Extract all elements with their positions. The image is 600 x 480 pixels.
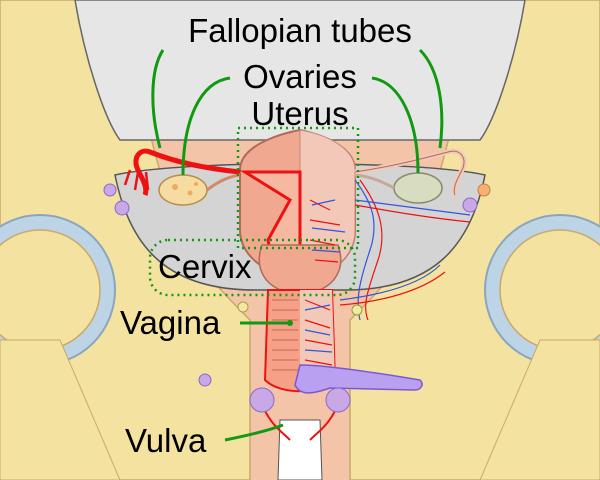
vulva-opening <box>277 419 323 480</box>
gland-dot-mid-left <box>237 301 249 313</box>
fallopian-tubes-label: Fallopian tubes <box>188 12 412 49</box>
leader-lines <box>151 48 444 442</box>
fallopian-leader-right <box>418 48 444 149</box>
right-fallopian-tube-outline <box>354 150 465 196</box>
gland-dot-right-a <box>477 183 491 197</box>
vulva-leader <box>224 423 284 442</box>
gland-dot-left-a <box>103 183 117 197</box>
vagina-leader-dot <box>287 320 293 326</box>
uterus-label: Uterus <box>251 95 348 132</box>
right-ovary <box>393 172 443 204</box>
left-fimbriae <box>123 169 150 191</box>
ovaries-leader-left <box>181 76 231 176</box>
fallopian-leader-left <box>151 49 165 149</box>
right-ovarian-ligament <box>354 173 395 190</box>
bladder <box>294 364 423 394</box>
cervix-label: Cervix <box>158 248 252 285</box>
left-ovary-follicle-b <box>187 190 193 196</box>
cervix-dotted-outline <box>148 238 357 297</box>
blood-vessels <box>304 179 471 366</box>
ovaries-label: Ovaries <box>243 58 357 95</box>
abdominal-cavity <box>74 0 526 141</box>
uterus-dotted-outline <box>236 126 360 250</box>
gland-dot-left-b <box>114 200 130 216</box>
right-femur <box>479 339 600 480</box>
left-ovary-follicle-c <box>194 182 198 186</box>
gland-dot-right-b <box>462 197 478 213</box>
right-clitoral-bulb <box>325 387 351 413</box>
left-ovary-follicle-a <box>172 184 178 190</box>
gland-dot-mid-right <box>351 304 363 316</box>
ovaries-leader-right <box>371 76 420 174</box>
left-femur <box>0 339 121 480</box>
vulva-label: Vulva <box>125 422 207 459</box>
left-gland <box>198 373 212 387</box>
vaginal-rugae <box>272 299 298 371</box>
left-fallopian-tube <box>133 148 241 196</box>
left-clitoral-bulb <box>249 387 275 413</box>
vagina-label: Vagina <box>120 304 221 341</box>
left-ovary <box>158 174 208 206</box>
